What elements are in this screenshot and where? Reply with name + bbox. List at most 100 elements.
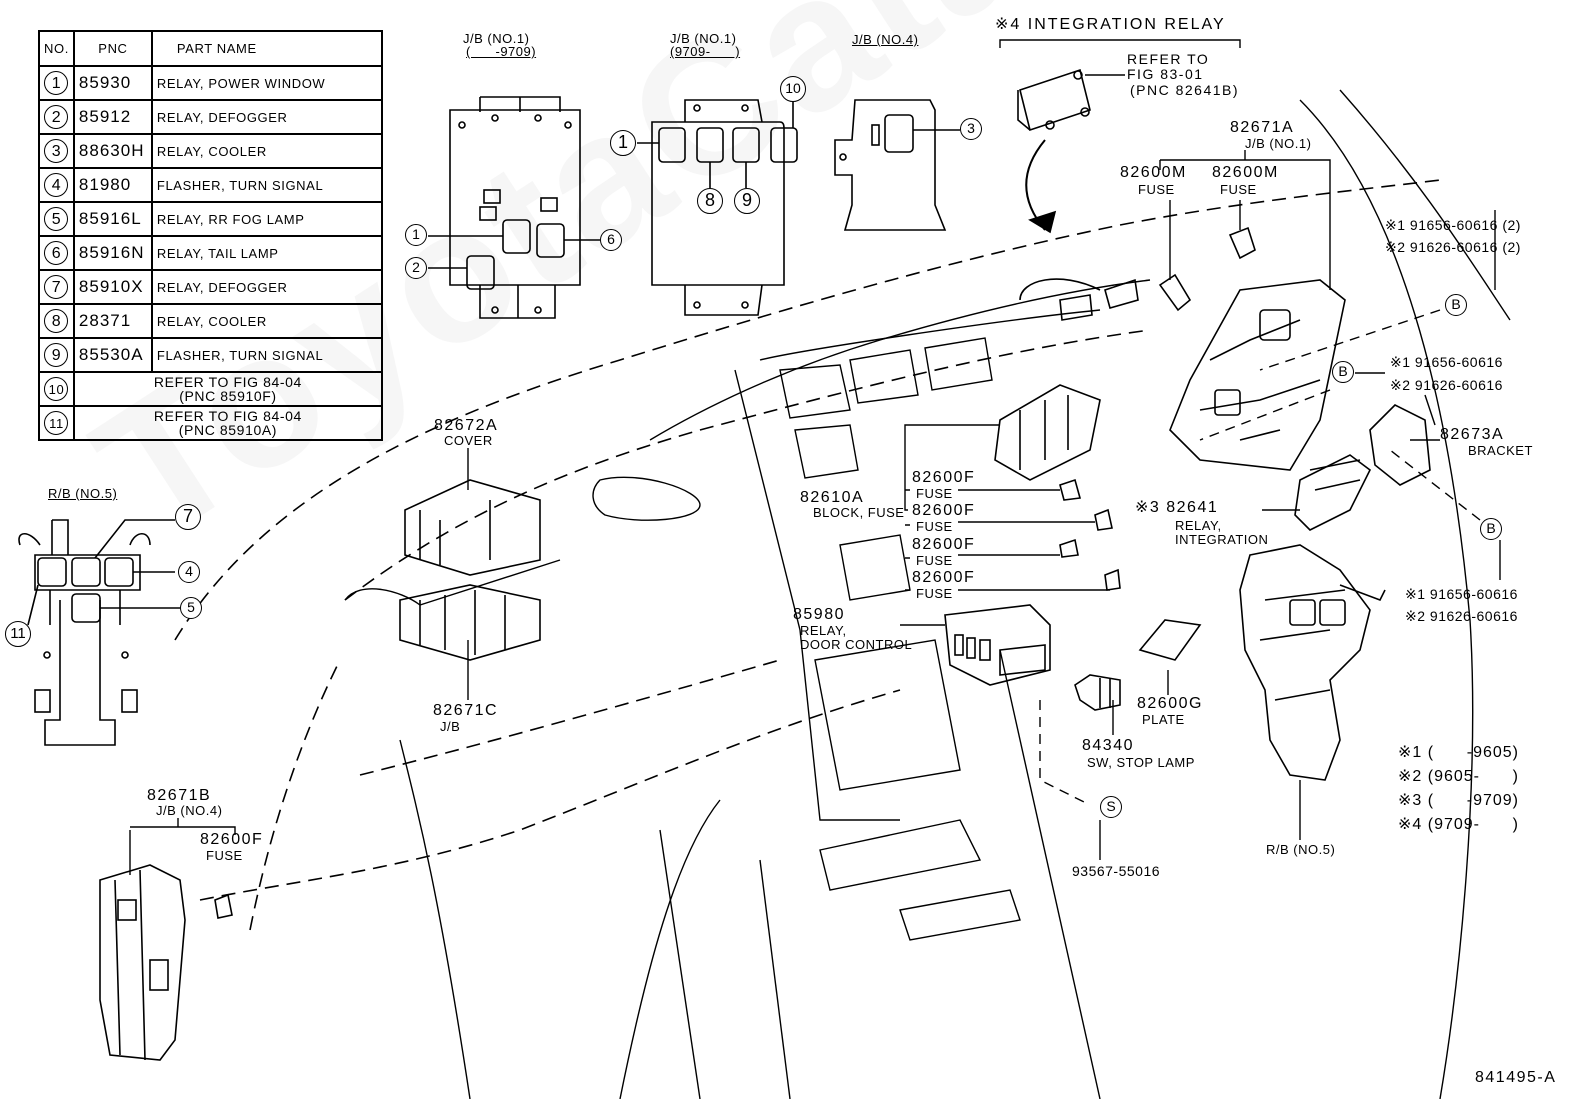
part-name-cell: RELAY, COOLER [150, 133, 383, 169]
callout-number: 1 [44, 71, 69, 95]
inset-range-jb1-new: (9709- ) [670, 44, 741, 59]
pnc-cell: 85912 [72, 99, 153, 135]
refer-pnc: (PNC 85910F) [179, 388, 277, 404]
callout-number: 6 [44, 241, 69, 265]
label-82600m-2: 82600M [1212, 164, 1279, 181]
callout-7: 7 [175, 504, 201, 530]
pnc-cell: 85910X [72, 269, 153, 305]
stop-lamp-drawing [1074, 674, 1121, 711]
label-82600f-3-sub: FUSE [916, 553, 953, 568]
dashboard-outline [174, 179, 1441, 931]
label-82641-sub1: RELAY, [1175, 518, 1222, 533]
label-82671c: 82671C [433, 702, 499, 719]
callout-number: 4 [44, 173, 69, 197]
label-82671b-sub: J/B (NO.4) [156, 803, 223, 818]
label-82641: ※3 82641 [1135, 499, 1219, 516]
callout-number: 5 [44, 207, 69, 231]
label-82610a-sub: BLOCK, FUSE [813, 505, 905, 520]
part-name-cell: RELAY, POWER WINDOW [150, 65, 383, 101]
callout-b: B [1480, 518, 1502, 540]
integration-relay-title: ※4 INTEGRATION RELAY [995, 16, 1226, 33]
bolt-top-1: ※1 91656-60616 (2) [1385, 217, 1521, 233]
header-pnc: PNC [72, 30, 153, 67]
callout-b: B [1445, 294, 1467, 316]
label-82671b: 82671B [147, 787, 212, 804]
relay-integration-drawing [1294, 454, 1372, 531]
jb1-main-drawing [1169, 279, 1346, 471]
leader-lines [129, 39, 1501, 875]
note-1: ※1 ( -9605) [1398, 744, 1519, 761]
bolt-mid-1: ※1 91656-60616 [1390, 354, 1503, 370]
callout-10: 10 [780, 76, 806, 102]
note-2: ※2 (9605- ) [1398, 768, 1519, 785]
label-rb5-main: R/B (NO.5) [1266, 842, 1336, 857]
callout-number: 7 [44, 275, 69, 299]
callout-b: B [1332, 361, 1354, 383]
callout-1: 1 [405, 224, 427, 246]
label-82600f-4-sub: FUSE [916, 586, 953, 601]
note-3: ※3 ( -9709) [1398, 792, 1519, 809]
inset-title-rb5: R/B (NO.5) [48, 486, 118, 501]
figure-id: 841495-A [1475, 1069, 1557, 1086]
block-fuse-drawing [994, 278, 1139, 591]
label-82600f-3: 82600F [912, 536, 976, 553]
callout-number: 8 [44, 309, 69, 333]
label-82600m-1: 82600M [1120, 164, 1187, 181]
inset-title-jb4: J/B (NO.4) [852, 32, 919, 47]
pnc-cell: 85530A [72, 337, 153, 373]
inset-title-jb1-old: J/B (NO.1) [463, 31, 530, 46]
header-no: NO. [38, 30, 75, 67]
label-82600g-sub: PLATE [1142, 712, 1185, 727]
inset-range-jb1-old: ( -9709) [466, 44, 537, 59]
part-name-cell: RELAY, TAIL LAMP [150, 235, 383, 271]
label-84340-sub: SW, STOP LAMP [1087, 755, 1195, 770]
label-82673a-sub: BRACKET [1468, 443, 1533, 458]
callout-number: 10 [44, 377, 69, 401]
part-name-cell: RELAY, DEFOGGER [150, 269, 383, 305]
bracket-drawing [1369, 404, 1431, 486]
label-93567: 93567-55016 [1072, 863, 1161, 879]
pnc-cell: 88630H [72, 133, 153, 169]
label-82600f-1-sub: FUSE [916, 486, 953, 501]
callout-s: S [1100, 796, 1122, 818]
label-82600g: 82600G [1137, 695, 1203, 712]
label-84340: 84340 [1082, 737, 1134, 754]
bolt-mid-2: ※2 91626-60616 [1390, 377, 1503, 393]
integration-relay-drawing [1017, 68, 1091, 234]
jb1-old-drawing [428, 96, 600, 319]
label-82671c-sub: J/B [440, 719, 461, 734]
callout-6: 6 [600, 229, 622, 251]
plate-drawing [1138, 619, 1202, 661]
label-82600f-4: 82600F [912, 569, 976, 586]
callout-number: 3 [44, 139, 69, 163]
refer-to-text: REFER TO [1127, 51, 1210, 67]
cover-jb-c-drawing [399, 479, 541, 661]
label-82671a: 82671A [1230, 119, 1295, 136]
pnc-cell: 85930 [72, 65, 153, 101]
callout-4: 4 [178, 561, 200, 583]
part-name-cell: RELAY, DEFOGGER [150, 99, 383, 135]
note-4: ※4 (9709- ) [1398, 816, 1519, 833]
callout-number: 2 [44, 105, 69, 129]
pnc-cell: 28371 [72, 303, 153, 339]
pnc-cell: 81980 [72, 167, 153, 203]
bolt-low-2: ※2 91626-60616 [1405, 608, 1518, 624]
callout-9: 9 [734, 188, 760, 214]
fuse-m-drawing [1158, 226, 1256, 312]
label-82600f-jb4-sub: FUSE [206, 848, 243, 863]
refer-fig-text: FIG 83-01 [1127, 66, 1204, 82]
door-relay-drawing [944, 604, 1051, 686]
label-85980: 85980 [793, 606, 845, 623]
label-82610a: 82610A [800, 489, 865, 506]
pnc-cell: 85916N [72, 235, 153, 271]
label-82672a: 82672A [434, 417, 499, 434]
